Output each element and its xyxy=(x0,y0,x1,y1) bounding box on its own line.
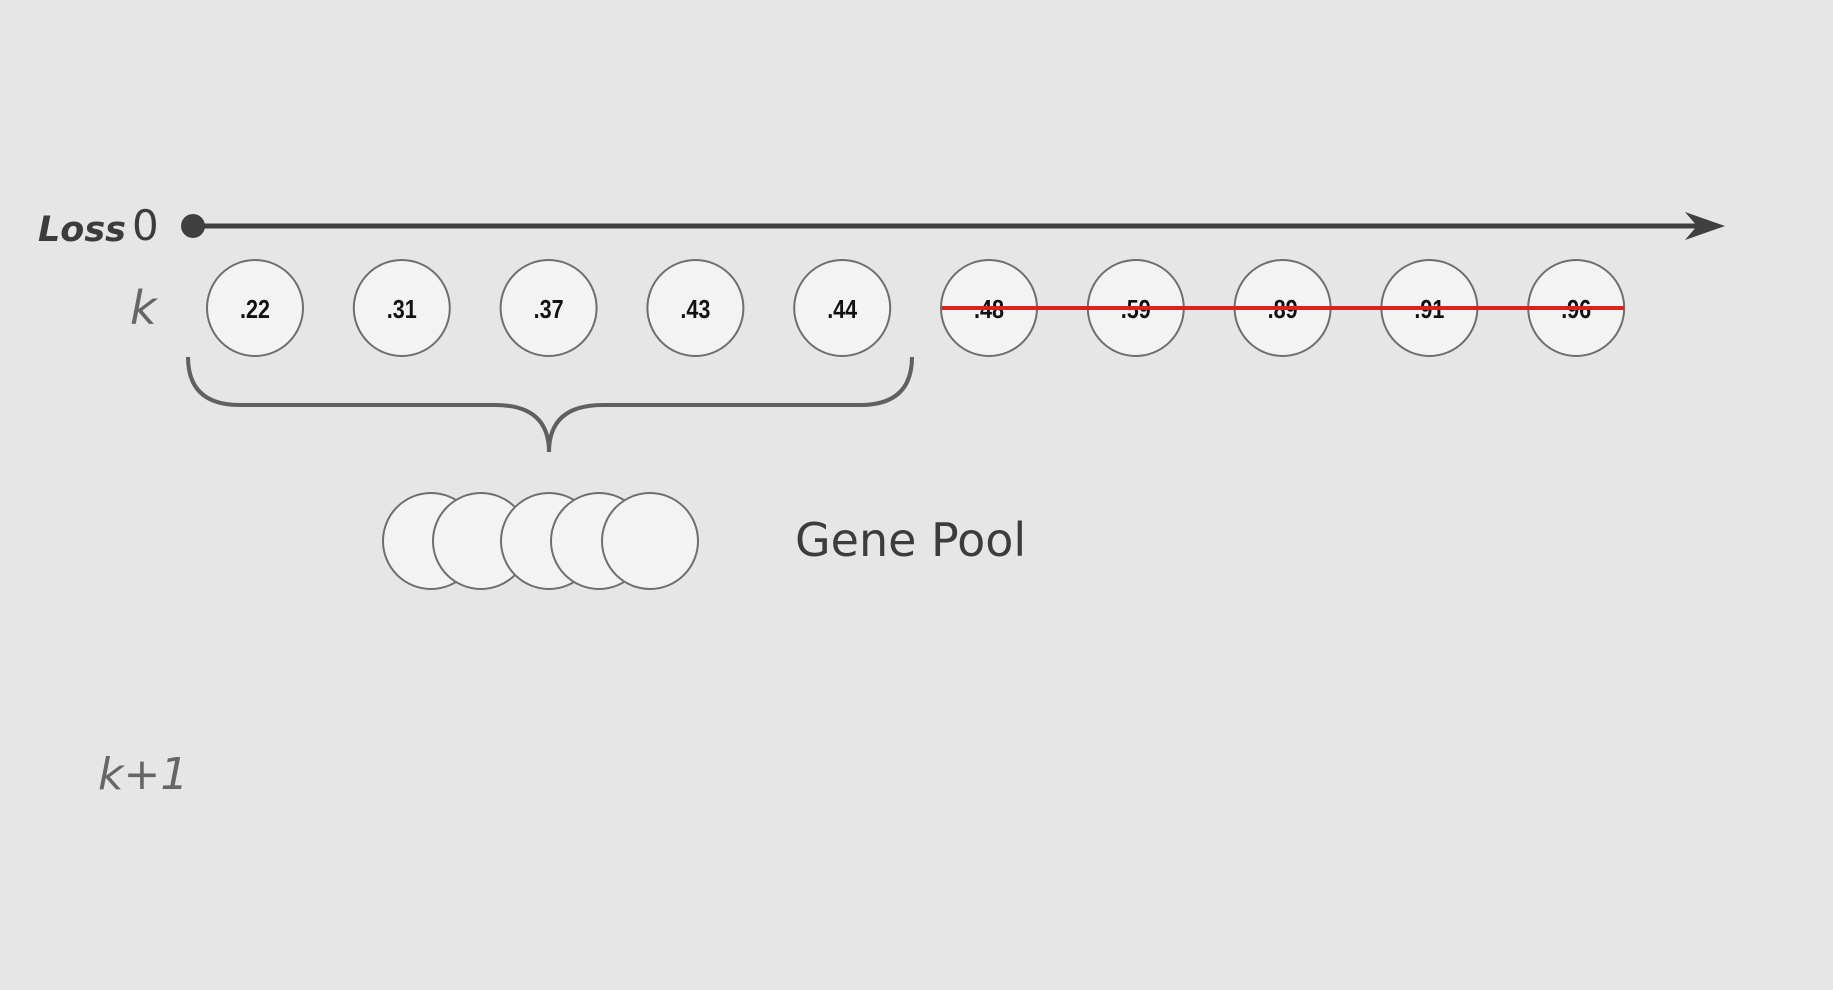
individual-circle xyxy=(499,259,598,357)
individual-1: .22 xyxy=(206,259,304,357)
individual-circle xyxy=(793,259,892,357)
loss-axis-label: Loss xyxy=(38,210,126,250)
gene-pool-cluster xyxy=(382,492,699,590)
selection-brace xyxy=(186,356,914,453)
individual-5: .44 xyxy=(793,259,892,357)
individual-circle xyxy=(352,259,451,357)
individual-circle xyxy=(206,259,304,357)
individual-4: .43 xyxy=(646,259,745,357)
individual-loss-value: .31 xyxy=(387,294,417,324)
loss-axis-origin-label: 0 xyxy=(132,201,159,250)
individual-loss-value: .44 xyxy=(827,294,857,324)
gene-pool-label: Gene Pool xyxy=(795,513,1026,567)
individual-2: .31 xyxy=(352,259,451,357)
individual-3: .37 xyxy=(499,259,598,357)
individual-loss-value: .43 xyxy=(680,294,710,324)
individual-loss-value: .22 xyxy=(240,294,270,324)
individual-loss-value: .37 xyxy=(534,294,564,324)
gene-pool-circle xyxy=(601,492,699,590)
individual-circle xyxy=(646,259,745,357)
generation-k-label: k xyxy=(130,281,159,335)
loss-axis-arrowhead xyxy=(1685,212,1725,240)
population-k: .22.31.37.43.44.48.59.89.91.96 xyxy=(206,259,1626,357)
generation-next-label: k+1 xyxy=(98,749,188,800)
